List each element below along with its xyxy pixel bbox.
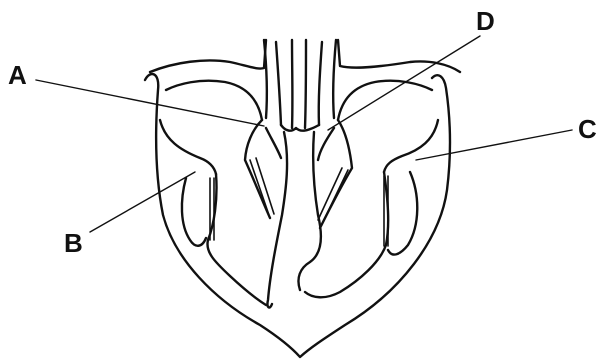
leader-line-a [36, 80, 264, 126]
left-atrium-lower [160, 120, 216, 174]
semilunar-right-cusp [318, 128, 334, 160]
label-b: B [64, 228, 83, 258]
septum-upper [281, 125, 319, 131]
right-atrium-wall [338, 81, 432, 120]
right-ventricle-inner [305, 172, 388, 297]
valve-leaflet-right-a [322, 170, 348, 224]
aortic-arch-left [150, 40, 266, 72]
label-c: C [578, 114, 597, 144]
ventricular-septum-right [298, 132, 320, 290]
left-atrium-wall [166, 81, 262, 120]
vessel-left-inner [276, 42, 281, 125]
aortic-arch-right [338, 40, 460, 72]
vessel-centre-right [305, 40, 306, 128]
vessel-right-inner [319, 42, 322, 125]
leader-line-b [90, 172, 195, 232]
semilunar-left-cusp [266, 128, 281, 158]
vessel-right-outer [333, 40, 336, 118]
semilunar-right-wall [320, 120, 352, 228]
right-atrium-lower [384, 120, 438, 172]
label-a: A [8, 60, 27, 90]
vessel-left-outer [264, 40, 267, 118]
label-d: D [476, 6, 495, 36]
right-ventricle-outer-line [388, 172, 417, 255]
left-ventricle-inner [207, 174, 266, 305]
ventricular-septum-left [267, 132, 287, 307]
leader-line-d [328, 36, 480, 130]
semilunar-left-wall [245, 120, 270, 218]
heart-outer-wall [145, 74, 450, 357]
left-ventricle-outer-line [182, 178, 206, 246]
leader-line-c [416, 130, 572, 160]
